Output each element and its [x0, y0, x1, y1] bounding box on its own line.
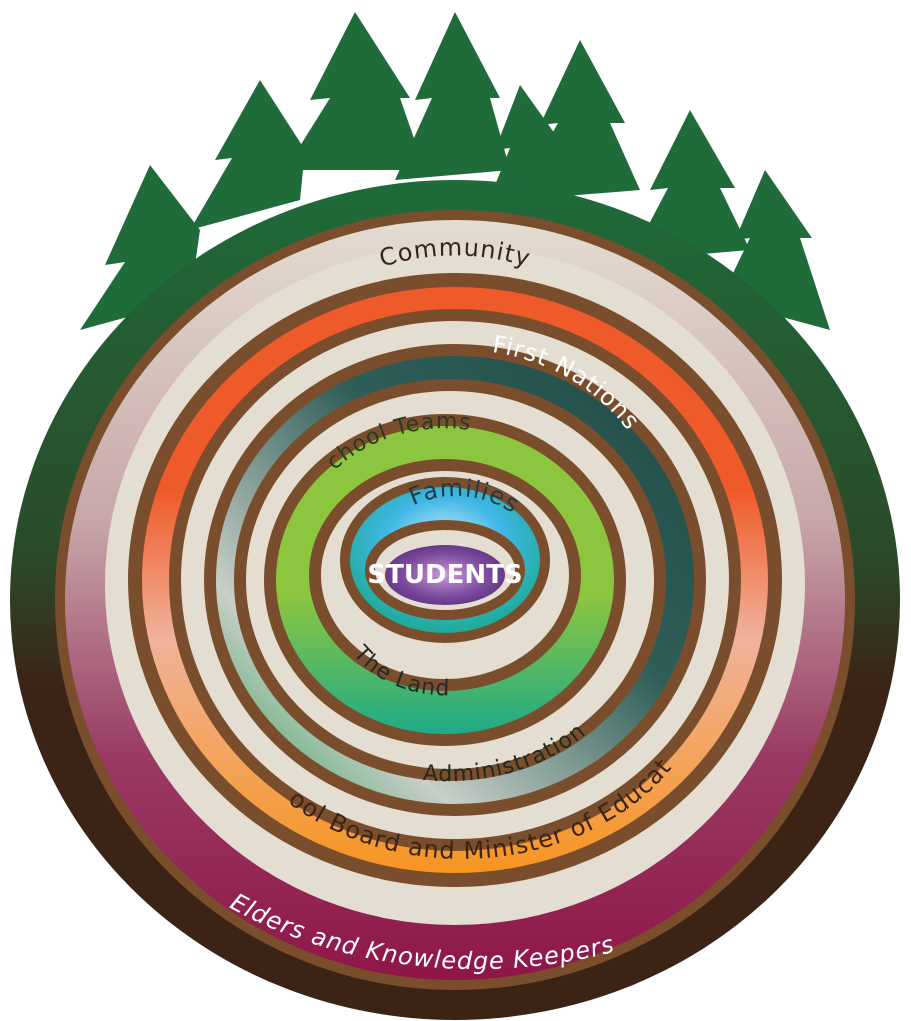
tree-2 — [190, 80, 305, 230]
tree-8 — [485, 85, 570, 210]
tree-6 — [630, 110, 750, 260]
students-core — [385, 545, 505, 605]
ring-divider — [55, 210, 855, 990]
tree-4 — [395, 12, 510, 180]
students-label: STUDENTS — [367, 560, 522, 590]
ring-divider — [128, 273, 782, 887]
tree-3 — [285, 12, 425, 170]
